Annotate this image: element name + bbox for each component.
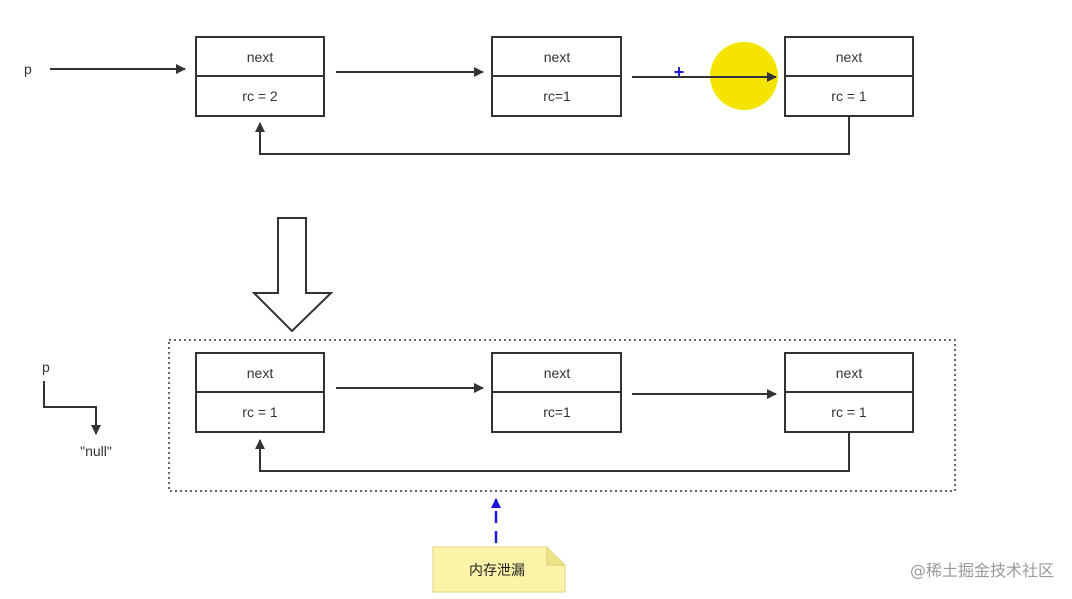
bottom-p-arrow — [43, 381, 101, 435]
top-node-1-rc: rc = 2 — [242, 88, 278, 104]
bottom-node-3-next: next — [836, 365, 863, 381]
top-cycle-back-arrow — [255, 116, 850, 155]
plus-mark: + — [674, 62, 685, 82]
memory-leak-note-label: 内存泄漏 — [469, 563, 525, 579]
watermark: @稀土掘金技术社区 — [909, 561, 1054, 580]
transition-down-arrow — [251, 217, 334, 333]
top-node-1-next: next — [247, 49, 274, 65]
bottom-cycle-back-arrow — [255, 432, 850, 472]
top-node-2: next rc=1 — [491, 36, 622, 117]
leak-boundary-dashed — [168, 339, 956, 492]
bottom-node-2-rc: rc=1 — [543, 404, 571, 420]
null-label: "null" — [80, 443, 112, 459]
memory-leak-note: 内存泄漏 — [432, 546, 566, 593]
bottom-pointer-label: p — [42, 359, 50, 375]
bottom-node-2-next: next — [544, 365, 571, 381]
bottom-node-1-next: next — [247, 365, 274, 381]
bottom-node-3-rc: rc = 1 — [831, 404, 867, 420]
bottom-node-3: next rc = 1 — [784, 352, 914, 433]
top-node-1: next rc = 2 — [195, 36, 325, 117]
top-node-2-rc: rc=1 — [543, 88, 571, 104]
top-node-3-rc: rc = 1 — [831, 88, 867, 104]
top-node-3: next rc = 1 — [784, 36, 914, 117]
bottom-node-2: next rc=1 — [491, 352, 622, 433]
top-pointer-label: p — [24, 61, 32, 77]
top-node-3-next: next — [836, 49, 863, 65]
bottom-node-1-rc: rc = 1 — [242, 404, 278, 420]
bottom-node-1: next rc = 1 — [195, 352, 325, 433]
top-node-2-next: next — [544, 49, 571, 65]
